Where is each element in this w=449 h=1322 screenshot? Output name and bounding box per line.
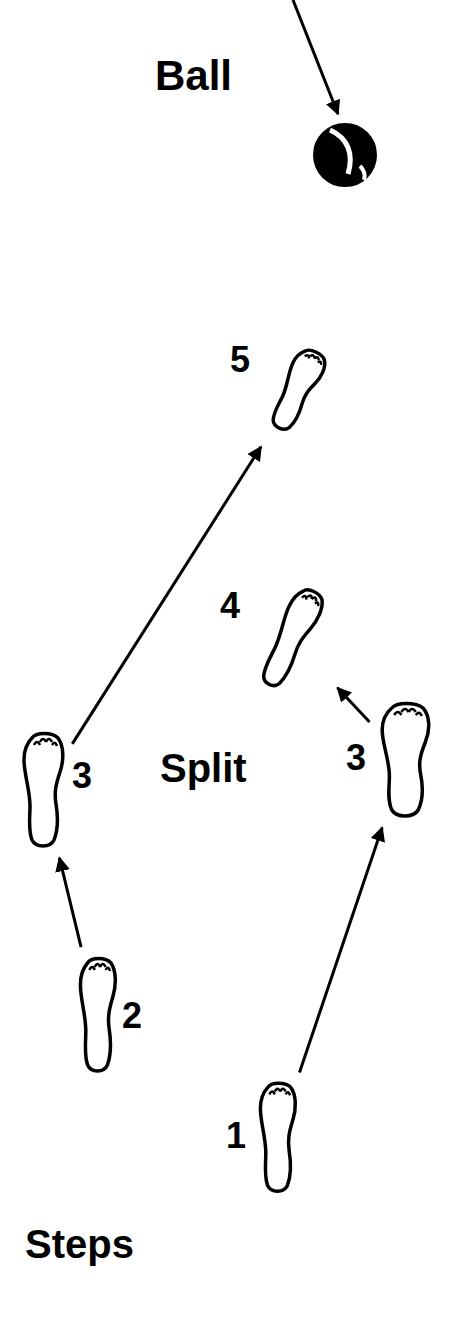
step-number: 4 — [220, 588, 240, 624]
ball-node: Ball — [312, 122, 378, 188]
step-arrow — [299, 828, 382, 1073]
footprint-node: 4 — [250, 578, 332, 698]
step-arrow — [72, 447, 261, 744]
step-number: 1 — [226, 1118, 246, 1154]
step-number: 5 — [230, 342, 250, 378]
step-number: 3 — [346, 740, 366, 776]
caption-label: Steps — [25, 1224, 134, 1264]
footprint-symbol — [75, 955, 120, 1075]
footprint-node: 2 — [75, 955, 120, 1075]
step-arrow — [59, 858, 81, 947]
step-number: 3 — [72, 758, 92, 794]
step-arrow — [337, 688, 369, 722]
footprint-node: 5 — [260, 340, 334, 440]
footprint-symbol — [250, 580, 333, 697]
ball-path-arrow — [293, 0, 338, 114]
ball-label: Ball — [155, 55, 232, 97]
caption-label: Split — [160, 748, 247, 788]
step-number: 2 — [122, 998, 142, 1034]
footprint-symbol — [255, 1080, 300, 1195]
footprint-node: 1 — [255, 1080, 300, 1195]
footprint-node: 3 — [18, 730, 68, 850]
ball-symbol — [312, 122, 378, 188]
footprint-symbol — [260, 341, 334, 439]
footprint-node: 3 — [375, 700, 435, 820]
footprint-symbol — [375, 700, 435, 820]
footprint-symbol — [18, 730, 68, 850]
